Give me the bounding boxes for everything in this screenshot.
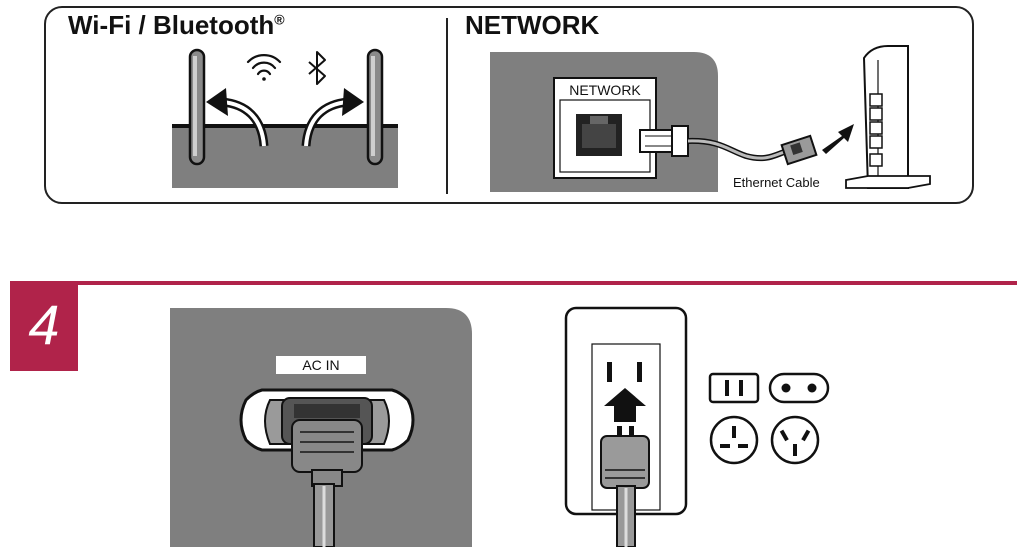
rotate-left-arrow-icon [206, 88, 269, 147]
step-divider-bar [78, 281, 1017, 285]
ac-in-label: AC IN [276, 356, 366, 374]
wifi-icon [246, 54, 282, 81]
plug-type-g-icon [709, 415, 759, 465]
outlet-slot-right [637, 362, 642, 382]
plug-in-arrow-icon [604, 388, 646, 422]
ethernet-plug-icon [639, 125, 689, 157]
ethernet-jack-icon [576, 114, 622, 156]
plug-type-c-icon [768, 372, 830, 404]
wifi-bluetooth-heading: Wi-Fi / Bluetooth® [68, 10, 285, 40]
rotate-right-arrow-icon [301, 88, 364, 147]
step-badge [10, 281, 78, 371]
step-number: 4 [28, 293, 60, 356]
ethernet-plug-far-icon [780, 134, 818, 166]
network-heading: NETWORK [465, 10, 600, 40]
wall-plug-icon [600, 426, 650, 547]
device-rear-panel [172, 126, 398, 188]
panel-divider [446, 18, 448, 194]
left-antenna-icon [188, 48, 206, 166]
plug-type-a-icon [708, 372, 760, 404]
insert-arrow-icon [822, 124, 854, 154]
right-antenna-icon [366, 48, 384, 166]
connection-panel-frame [44, 6, 974, 204]
plug-type-i-icon [770, 415, 820, 465]
outlet-slot-left [607, 362, 612, 382]
bluetooth-icon [308, 51, 326, 85]
router-icon [845, 45, 931, 189]
ethernet-cable-label: Ethernet Cable [733, 175, 820, 190]
power-plug-icon [291, 419, 363, 547]
network-port-label: NETWORK [569, 82, 641, 98]
